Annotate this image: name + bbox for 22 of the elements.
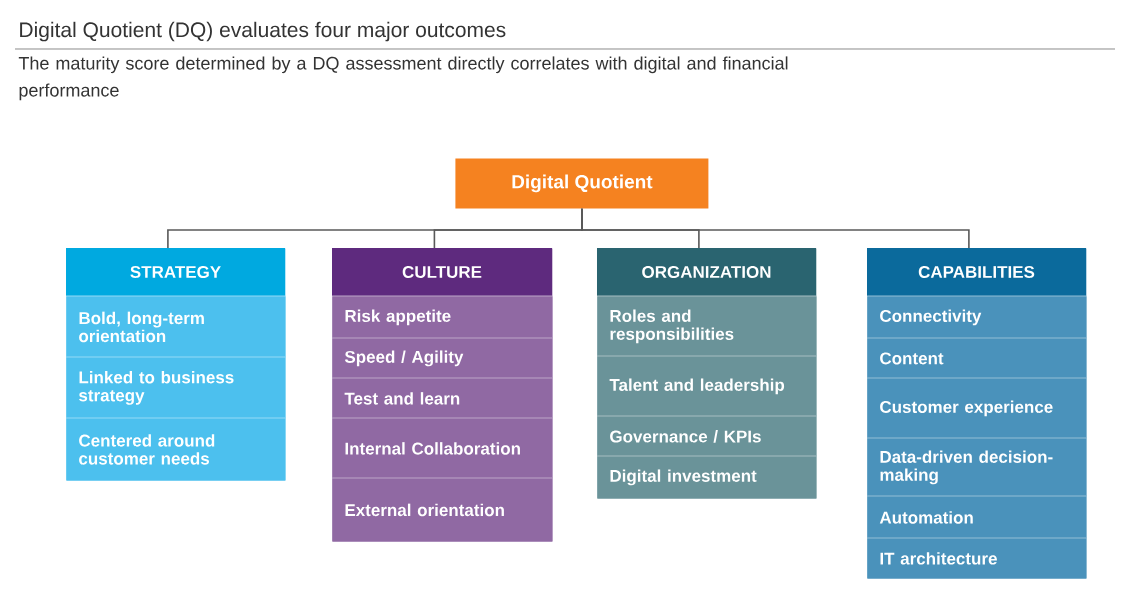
item-box: Centered around customer needs xyxy=(65,417,286,481)
item-box: Linked to business strategy xyxy=(65,356,286,419)
item-box: Talent and leadership xyxy=(596,355,817,417)
title: Digital Quotient (DQ) evaluates four major outcomes xyxy=(20,21,506,42)
item-box: External orientation xyxy=(331,477,553,542)
item-box: IT architecture xyxy=(866,537,1087,579)
item-box: Speed / Agility xyxy=(331,337,553,379)
item-box: Connectivity xyxy=(866,295,1087,339)
item-box: Automation xyxy=(866,495,1087,539)
item-box: Risk appetite xyxy=(331,295,553,339)
item-box: Internal Collaboration xyxy=(331,417,553,479)
item-box: Governance / KPIs xyxy=(596,415,817,457)
item-box: Digital investment xyxy=(596,455,817,499)
item-box: Roles and responsibilities xyxy=(596,295,817,357)
item-box: Bold, long-term orientation xyxy=(65,295,286,358)
item-box: Customer experience xyxy=(866,377,1087,439)
subtitle: The maturity score determined by a DQ assessment directly correlates with digital and financial performance xyxy=(18,56,788,101)
item-box: Content xyxy=(866,337,1087,379)
connector xyxy=(581,208,970,249)
root-box: Digital Quotient xyxy=(455,158,709,209)
item-box: Data-driven decision-making xyxy=(866,437,1087,497)
item-box: Test and learn xyxy=(331,377,553,419)
